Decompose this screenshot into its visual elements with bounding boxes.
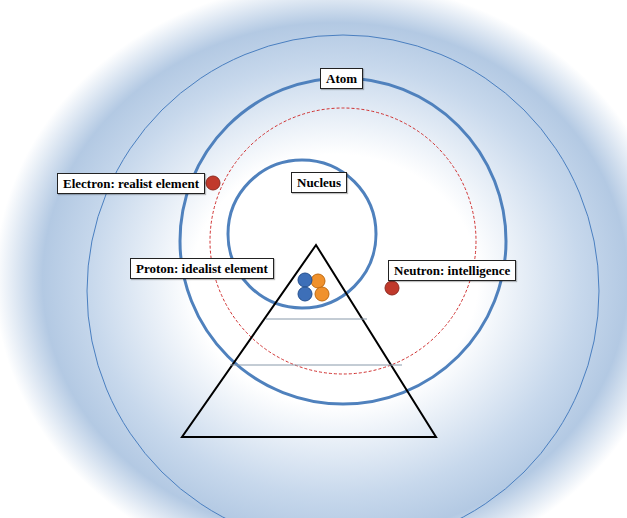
proton-particle: [298, 273, 312, 287]
outer-circle: [87, 35, 599, 518]
electron-orbit: [210, 108, 476, 374]
nucleus-circle: [228, 160, 376, 308]
neutron-label: Neutron: intelligence: [388, 260, 516, 281]
label-text: Nucleus: [297, 175, 341, 190]
triangle-level-line: [230, 365, 402, 366]
neutron-particle: [311, 274, 325, 288]
label-text: Electron: realist element: [63, 176, 199, 191]
electron-dot: [206, 176, 220, 190]
triangle-level-line: [266, 319, 367, 320]
proton-label: Proton: idealist element: [130, 258, 274, 279]
electron-label: Electron: realist element: [57, 173, 205, 194]
atom-circle: [180, 78, 506, 404]
electron-dot: [385, 281, 399, 295]
proton-particle: [298, 287, 312, 301]
label-text: Proton: idealist element: [136, 261, 268, 276]
label-text: Neutron: intelligence: [394, 263, 510, 278]
nucleus-label: Nucleus: [291, 172, 347, 193]
atom-label: Atom: [320, 68, 363, 89]
neutron-particle: [315, 287, 329, 301]
label-text: Atom: [326, 71, 357, 86]
